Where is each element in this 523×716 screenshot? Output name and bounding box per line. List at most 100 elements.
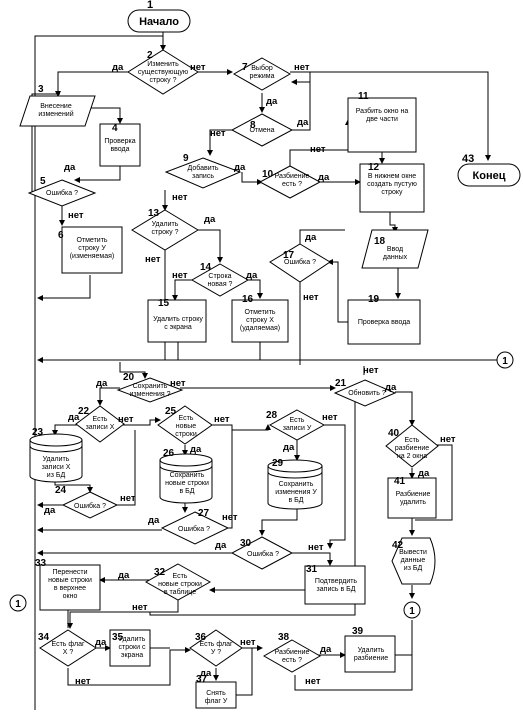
decision-32: [144, 563, 212, 601]
process-41: [387, 477, 437, 519]
block-text-30: Ошибка ?: [247, 550, 279, 558]
branch-labels: да нет да нет нет да нет да да нет нет д…: [44, 62, 456, 687]
block-number-5: 5: [40, 176, 46, 187]
no-label: нет: [172, 192, 188, 203]
end-label: Конец: [473, 170, 506, 182]
no-label: нет: [303, 292, 319, 303]
process-19: [347, 299, 421, 345]
block-number-41: 41: [394, 476, 406, 487]
process-15: [147, 299, 207, 343]
start-label: Начало: [139, 16, 179, 28]
process-16: [231, 299, 289, 343]
decision-5: [27, 179, 97, 207]
yes-label: да: [266, 96, 278, 107]
block-number-17: 17: [283, 250, 295, 261]
yes-label: да: [118, 570, 130, 581]
no-label: нет: [308, 542, 324, 553]
block-number-33: 33: [35, 558, 47, 569]
decision-14: [190, 263, 250, 297]
block-number-2: 2: [147, 50, 153, 61]
no-label: нет: [214, 414, 230, 425]
no-label: нет: [145, 254, 161, 265]
process-35: [109, 629, 151, 667]
yes-label: да: [148, 515, 160, 526]
block-number-12: 12: [368, 162, 380, 173]
connector-right-top: [496, 351, 514, 369]
block-text-27: Ошибка ?: [178, 525, 210, 533]
no-label: нет: [170, 378, 186, 389]
block-number-9: 9: [183, 153, 189, 164]
yes-label: да: [190, 444, 202, 455]
no-label: нет: [440, 434, 456, 445]
block-number-4: 4: [112, 123, 118, 134]
end-number: 43: [462, 153, 474, 165]
process-4: [99, 123, 141, 167]
no-label: нет: [75, 676, 91, 687]
decision-27: [160, 511, 230, 545]
yes-label: да: [96, 378, 108, 389]
decision-10: [258, 165, 322, 199]
database-26: [159, 453, 213, 504]
block-number-38: 38: [278, 632, 290, 643]
block-text-24: Ошибка ?: [74, 502, 106, 510]
block-number-21: 21: [335, 378, 347, 389]
block-number-7: 7: [242, 62, 248, 73]
process-37: [195, 681, 237, 709]
no-label: нет: [120, 493, 136, 504]
block-number-27: 27: [198, 508, 210, 519]
decision-24: [61, 491, 119, 519]
decision-34: [39, 629, 97, 667]
no-label: нет: [222, 512, 238, 523]
yes-label: да: [200, 668, 212, 679]
process-6: [61, 226, 123, 274]
connector-right-top-label: 1: [502, 356, 508, 367]
block-number-28: 28: [266, 410, 278, 421]
decision-28: [268, 409, 326, 441]
decision-7: [232, 57, 292, 91]
connector-right-bottom: [403, 601, 421, 619]
start-number: 1: [147, 0, 153, 11]
block-number-42: 42: [392, 540, 404, 551]
block-number-19: 19: [368, 294, 380, 305]
block-number-23: 23: [32, 427, 44, 438]
block-number-18: 18: [374, 236, 386, 247]
block-number-24: 24: [55, 485, 67, 496]
decision-8: [230, 113, 294, 147]
no-label: нет: [118, 414, 134, 425]
decision-30: [230, 536, 294, 570]
block-number-25: 25: [165, 406, 177, 417]
block-number-6: 6: [58, 230, 64, 241]
database-23: [29, 433, 83, 483]
no-label: нет: [305, 676, 321, 687]
decision-36: [189, 629, 243, 667]
block-number-15: 15: [158, 298, 170, 309]
block-number-34: 34: [38, 632, 50, 643]
block-number-10: 10: [262, 169, 274, 180]
no-label: нет: [310, 144, 326, 155]
decision-2: [127, 49, 199, 95]
block-text-5: Ошибка ?: [46, 189, 78, 197]
no-label: нет: [210, 128, 226, 139]
decision-21: [333, 379, 397, 407]
block-number-37: 37: [196, 674, 208, 685]
block-number-35: 35: [112, 632, 124, 643]
